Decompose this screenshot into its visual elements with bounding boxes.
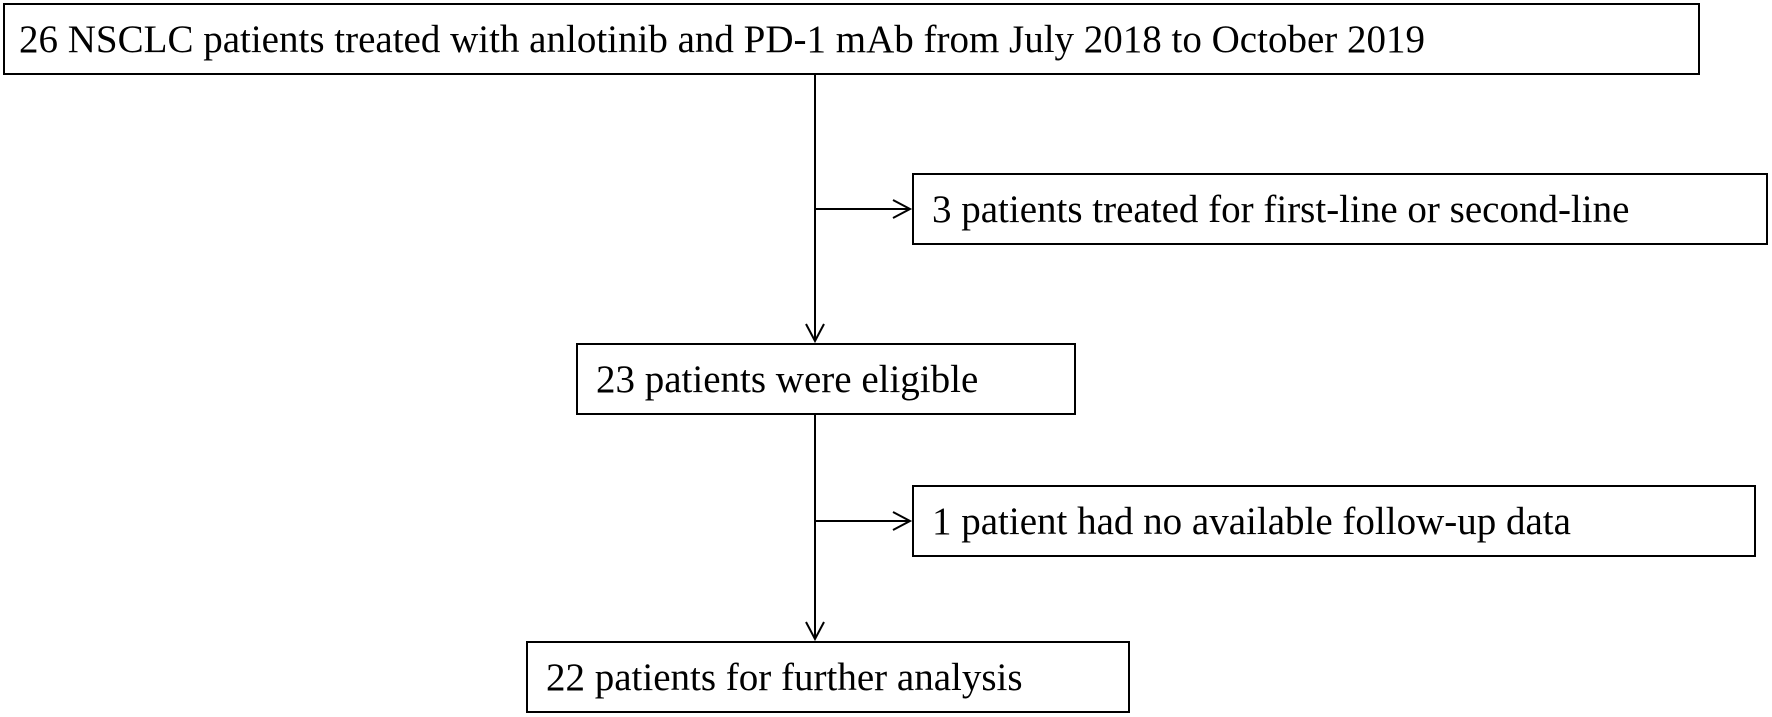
eligible-box: 23 patients were eligible [576,343,1076,415]
arrowhead-eligible [805,323,825,344]
final-analysis-box: 22 patients for further analysis [526,641,1130,713]
arrowhead-exclusion-1 [892,199,913,219]
exclusion-box-1: 3 patients treated for first-line or sec… [912,173,1768,245]
arrowhead-final [805,621,825,642]
enrollment-text: 26 NSCLC patients treated with anlotinib… [19,17,1425,61]
exclusion-box-2: 1 patient had no available follow-up dat… [912,485,1756,557]
eligible-text: 23 patients were eligible [596,357,979,401]
final-analysis-text: 22 patients for further analysis [546,655,1023,699]
exclusion-2-text: 1 patient had no available follow-up dat… [932,499,1571,543]
arrowhead-exclusion-2 [892,511,913,531]
exclusion-1-text: 3 patients treated for first-line or sec… [932,187,1630,231]
enrollment-box: 26 NSCLC patients treated with anlotinib… [3,3,1700,75]
